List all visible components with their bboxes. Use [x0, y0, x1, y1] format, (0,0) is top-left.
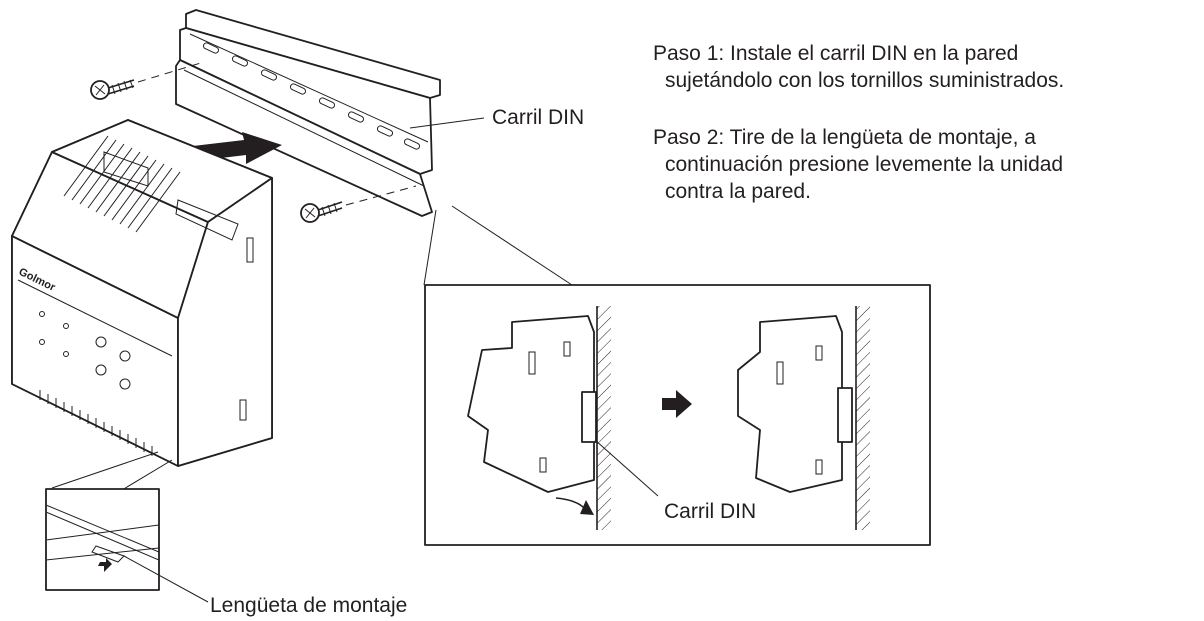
rail-slots: [202, 42, 421, 150]
step-1: Paso 1: Instale el carril DIN en la pare…: [653, 40, 1064, 94]
mounting-tab-label: Lengüeta de montaje: [210, 594, 408, 617]
step-2: Paso 2: Tire de la lengüeta de montaje, …: [653, 124, 1063, 205]
transition-arrow: [662, 390, 692, 418]
din-rail-label: Carril DIN: [492, 106, 585, 129]
step-2-line-2: continuación presione levemente la unida…: [665, 153, 1064, 176]
step-1-line-2: sujetándolo con los tornillos suministra…: [665, 69, 1065, 92]
din-rail: [175, 9, 441, 217]
din-rail-detail-label: Carril DIN: [664, 500, 757, 523]
step-2-line-3: contra la pared.: [665, 180, 811, 203]
screw-top: [90, 61, 205, 100]
mounting-tab-detail-box: [45, 488, 160, 591]
step-2-line-1: Paso 2: Tire de la lengüeta de montaje, …: [653, 126, 1036, 149]
side-view-detail-panel: [424, 284, 931, 546]
step-1-line-1: Paso 1: Instale el carril DIN en la pare…: [653, 42, 1019, 65]
screw-bottom: [300, 185, 417, 223]
front-indicators: [39, 311, 131, 390]
vent-fins: [63, 135, 181, 233]
device-unit: Golmor: [11, 119, 273, 467]
